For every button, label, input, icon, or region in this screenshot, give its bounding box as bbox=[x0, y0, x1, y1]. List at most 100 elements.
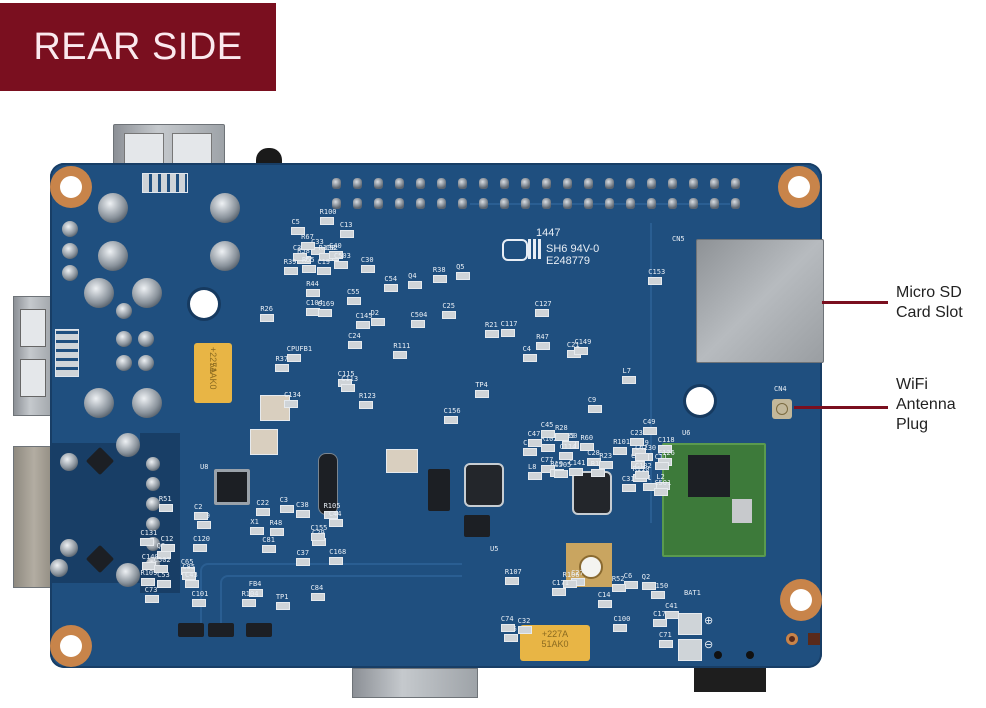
silkscreen-label: C115 bbox=[337, 370, 355, 379]
smd-component bbox=[504, 633, 519, 642]
silkscreen-label: C45 bbox=[540, 421, 554, 430]
silkscreen-label: R101 bbox=[613, 437, 631, 446]
micro-sd-card-slot[interactable] bbox=[696, 239, 824, 363]
smd-component bbox=[306, 288, 321, 297]
smd-component bbox=[597, 599, 612, 608]
silkscreen-label: C505 bbox=[554, 460, 572, 469]
gpio-pin bbox=[374, 198, 383, 209]
silkscreen-label: C13 bbox=[339, 220, 353, 229]
solder-joint bbox=[146, 457, 160, 471]
inductor-l7 bbox=[464, 463, 504, 507]
callout-micro-sd: Micro SD Card Slot bbox=[896, 283, 963, 323]
silkscreen-label: C117 bbox=[500, 320, 518, 329]
smd-component bbox=[160, 543, 175, 552]
silkscreen-label: C49 bbox=[642, 418, 656, 427]
silkscreen-label: Q5 bbox=[456, 263, 465, 272]
gpio-pin bbox=[374, 178, 383, 189]
gpio-pin bbox=[563, 178, 572, 189]
silkscreen-label: R106 bbox=[562, 570, 580, 579]
smd-component bbox=[517, 626, 532, 635]
smd-component bbox=[346, 297, 361, 306]
smd-component bbox=[475, 390, 490, 399]
smd-component bbox=[355, 321, 370, 330]
silkscreen-label: R44 bbox=[306, 279, 319, 288]
gpio-pin bbox=[353, 178, 362, 189]
silkscreen-label: C27 bbox=[571, 569, 584, 578]
silkscreen-label: R58 bbox=[297, 247, 310, 256]
smd-component bbox=[653, 619, 668, 628]
silkscreen-label: C21 bbox=[566, 340, 580, 349]
silkscreen-label: C114 bbox=[559, 442, 577, 451]
smd-component bbox=[587, 404, 602, 413]
smd-component bbox=[329, 251, 344, 260]
gpio-pin bbox=[353, 198, 362, 209]
silkscreen-label: C101 bbox=[191, 589, 209, 598]
silkscreen-label: L7 bbox=[622, 367, 631, 376]
gpio-pin bbox=[605, 178, 614, 189]
screw-hole-right bbox=[686, 387, 714, 415]
callout-wifi-line1: WiFi bbox=[896, 376, 928, 393]
silkscreen-label: R38 bbox=[432, 266, 446, 275]
battery-minus-symbol: ⊖ bbox=[704, 639, 714, 651]
silkscreen-label: R19 bbox=[550, 460, 564, 469]
gpio-pin bbox=[731, 198, 740, 209]
cap-marking: 51AK0 bbox=[541, 639, 569, 649]
ic-u5 bbox=[464, 515, 490, 537]
silkscreen-label: C32 bbox=[517, 617, 531, 626]
gpio-pin bbox=[626, 198, 635, 209]
smd-component bbox=[659, 639, 674, 648]
silkscreen-label: C141 bbox=[568, 459, 586, 468]
gpio-pin bbox=[458, 198, 467, 209]
gpio-pin bbox=[584, 198, 593, 209]
smd-component bbox=[370, 318, 385, 327]
smd-component bbox=[250, 526, 265, 535]
silkscreen-label: TP1 bbox=[275, 592, 289, 601]
smd-component bbox=[310, 532, 325, 541]
solder-joint bbox=[116, 303, 132, 319]
silkscreen-label: C6 bbox=[623, 572, 633, 581]
smd-component bbox=[301, 242, 316, 251]
pad-column bbox=[146, 457, 176, 577]
crystal bbox=[250, 429, 278, 455]
smd-component bbox=[555, 433, 570, 442]
solder-joint bbox=[210, 193, 240, 223]
ethernet-connector-left bbox=[13, 446, 55, 588]
silkscreen-label: C52 bbox=[325, 244, 339, 253]
silkscreen-label: C104 bbox=[306, 298, 323, 307]
smd-component bbox=[648, 276, 663, 285]
solder-joint bbox=[62, 265, 78, 281]
silkscreen-label: C12 bbox=[160, 534, 174, 543]
silkscreen-label: C53 bbox=[157, 571, 170, 580]
label-cn4: CN4 bbox=[774, 385, 787, 393]
smd-component bbox=[341, 384, 356, 393]
gpio-pin bbox=[647, 198, 656, 209]
silkscreen-label: R107 bbox=[504, 567, 522, 576]
silkscreen-label: C55 bbox=[346, 288, 360, 297]
silkscreen-label: R23 bbox=[599, 451, 613, 460]
smd-component bbox=[302, 264, 316, 273]
silkscreen-label: C182 bbox=[634, 462, 652, 471]
smd-component bbox=[269, 528, 284, 537]
wifi-antenna-plug[interactable] bbox=[772, 399, 792, 419]
screw-hole-left bbox=[190, 290, 218, 318]
smd-component bbox=[191, 598, 206, 607]
smd-component bbox=[641, 582, 656, 591]
smd-component bbox=[613, 623, 628, 632]
pcb-trace bbox=[650, 223, 652, 523]
silkscreen-label: R111 bbox=[393, 342, 411, 351]
silkscreen-label: C81 bbox=[262, 536, 275, 545]
gpio-pin bbox=[710, 198, 719, 209]
silkscreen-label: C155 bbox=[310, 523, 328, 532]
callout-wifi-antenna: WiFi Antenna Plug bbox=[896, 375, 956, 435]
smd-component bbox=[562, 441, 577, 450]
callout-line-micro-sd bbox=[822, 301, 888, 304]
silkscreen-label: Q2 bbox=[641, 573, 651, 582]
smd-component bbox=[158, 504, 173, 513]
callout-line-wifi-antenna bbox=[794, 406, 888, 409]
label-cn5: CN5 bbox=[672, 235, 685, 243]
silkscreen-label: C44 bbox=[328, 509, 342, 518]
gpio-pin bbox=[500, 198, 509, 209]
silkscreen-label: CPUFB1 bbox=[286, 345, 313, 354]
smd-component bbox=[500, 329, 515, 338]
silkscreen-label: C25 bbox=[442, 302, 455, 311]
